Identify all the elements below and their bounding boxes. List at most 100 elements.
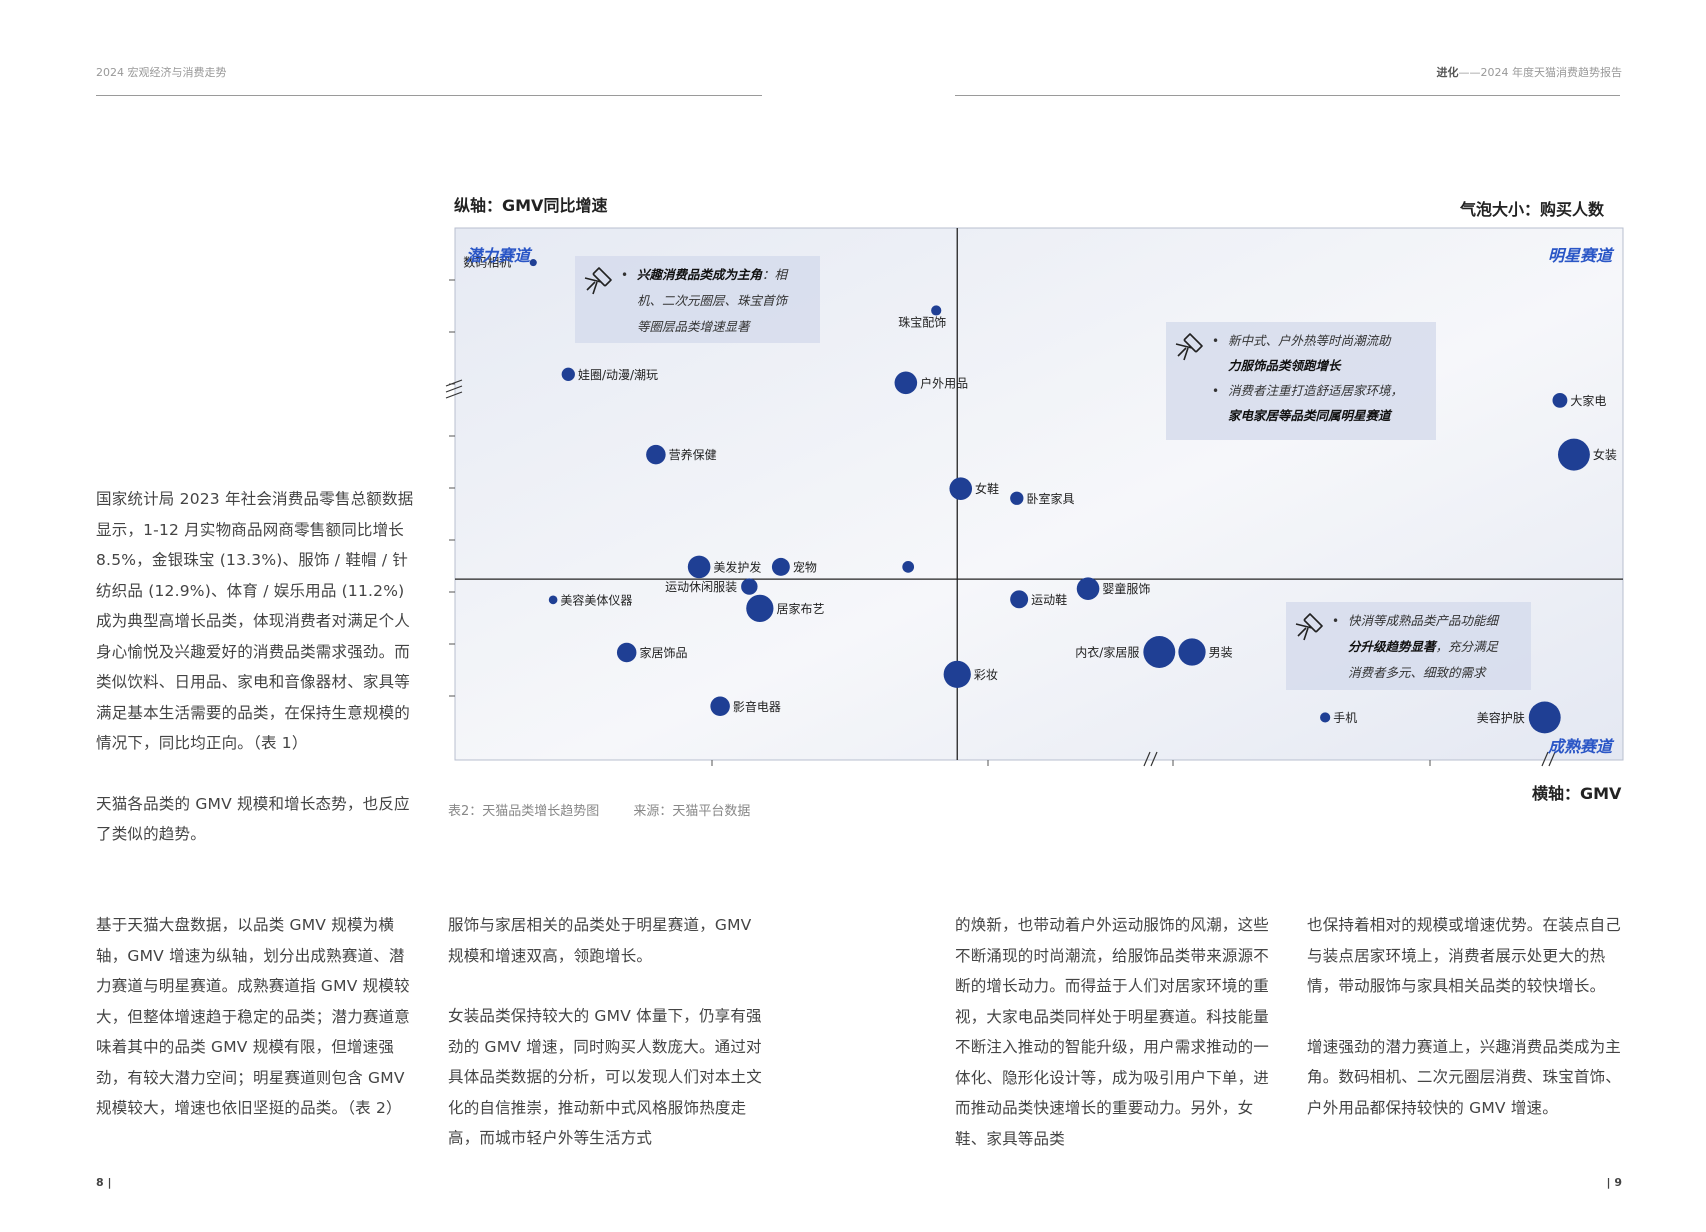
callout-box <box>1166 322 1436 440</box>
bubble-point <box>561 367 575 381</box>
bubble-label: 卧室家具 <box>1026 491 1074 506</box>
callout-text: 机、二次元圈层、珠宝首饰 <box>637 293 790 308</box>
bubble-label: 娃圈/动漫/潮玩 <box>578 367 658 382</box>
callout-text: 消费者多元、细致的需求 <box>1348 665 1487 680</box>
page-number-right: | 9 <box>1606 1176 1622 1189</box>
quadrant-label: 成熟赛道 <box>1547 737 1615 756</box>
callout-text-regular: 消费者多元、细致的需求 <box>1348 665 1487 680</box>
y-axis-title: 纵轴：GMV同比增速 <box>454 196 608 215</box>
y-axis-break-mark <box>445 379 463 399</box>
bubble-label: 珠宝配饰 <box>898 315 946 329</box>
bubble-label: 影音电器 <box>733 699 781 714</box>
header-brand: 进化 <box>1436 66 1459 79</box>
bubble-label: 美容护肤 <box>1477 710 1525 725</box>
page-number-left: 8 | <box>96 1176 112 1189</box>
body-column-3: 的焕新，也带动着户外运动服饰的风潮，这些不断涌现的时尚潮流，给服饰品类带来源源不… <box>955 910 1273 1184</box>
callout-text-bold: 力服饰品类领跑增长 <box>1228 358 1342 373</box>
bubble-point <box>1010 491 1024 505</box>
callout-text-regular: 快消等成熟品类产品功能细 <box>1348 613 1501 628</box>
bubble-point <box>1143 636 1176 668</box>
header-left: 2024 宏观经济与消费走势 <box>96 66 227 79</box>
bubble-point <box>548 595 558 605</box>
bubble-point <box>1552 392 1568 408</box>
column-4-paragraph-1: 也保持着相对的规模或增速优势。在装点自己与装点居家环境上，消费者展示处更大的热情… <box>1307 916 1622 995</box>
bubble-label: 女鞋 <box>975 481 999 496</box>
pushpin-icon <box>584 267 612 295</box>
bubble-point <box>1010 590 1029 609</box>
callout-box <box>575 256 820 343</box>
bubble-label: 家居饰品 <box>639 645 687 660</box>
callout-text-regular: ，充分满足 <box>1436 639 1500 654</box>
bubble-point <box>710 696 730 717</box>
callout-text: 家电家居等品类同属明星赛道 <box>1228 408 1393 423</box>
bubble-label: 婴童服饰 <box>1102 581 1150 596</box>
bubble-label: 户外用品 <box>920 375 968 390</box>
pushpin-icon <box>1175 333 1203 361</box>
callout-text-regular: 新中式、户外热等时尚潮流助 <box>1228 333 1392 348</box>
column-3-paragraph: 的焕新，也带动着户外运动服饰的风潮，这些不断涌现的时尚潮流，给服饰品类带来源源不… <box>955 916 1270 1148</box>
x-axis-break-mark <box>1541 751 1556 767</box>
callout-text-regular: 消费者注重打造舒适居家环境， <box>1228 383 1403 398</box>
bubble-point <box>894 371 918 395</box>
bubble-point <box>616 642 637 663</box>
callout-text-regular: ：相 <box>762 267 790 282</box>
quadrant-label: 明星赛道 <box>1548 246 1615 265</box>
bubble-label: 女装 <box>1593 447 1617 462</box>
callout-text: 兴趣消费品类成为主角：相 <box>637 267 790 282</box>
column-2-paragraph-1: 服饰与家居相关的品类处于明星赛道，GMV 规模和增速双高，领跑增长。 <box>448 916 752 965</box>
bubble-point <box>741 578 758 595</box>
intro-text: 国家统计局 2023 年社会消费品零售总额数据显示，1-12 月实物商品网商零售… <box>96 484 414 880</box>
callout-text: 消费者注重打造舒适居家环境， <box>1228 383 1403 398</box>
bubble-point <box>746 594 774 623</box>
callout-text-bold: 家电家居等品类同属明星赛道 <box>1228 408 1393 423</box>
header-right: 进化——2024 年度天猫消费趋势报告 <box>1437 64 1623 80</box>
callout-text: 等圈层品类增速显著 <box>637 319 752 334</box>
column-2-paragraph-2: 女装品类保持较大的 GMV 体量下，仍享有强劲的 GMV 增速，同时购买人数庞大… <box>448 1007 763 1147</box>
bubble-label: 运动休闲服装 <box>665 580 737 594</box>
callout-bullet: • <box>1212 334 1219 348</box>
bubble-point <box>1076 577 1100 600</box>
bubble-point <box>646 444 666 465</box>
pushpin-icon <box>1295 613 1323 641</box>
column-4-paragraph-2: 增速强劲的潜力赛道上，兴趣消费品类成为主角。数码相机、二次元圈层消费、珠宝首饰、… <box>1307 1037 1622 1117</box>
intro-paragraph-1: 国家统计局 2023 年社会消费品零售总额数据显示，1-12 月实物商品网商零售… <box>96 490 414 752</box>
bubble-label: 宠物 <box>793 559 817 574</box>
bubble-label: 内衣/家居服 <box>1075 645 1139 660</box>
bubble-point <box>902 561 915 573</box>
body-column-1: 基于天猫大盘数据，以品类 GMV 规模为横轴，GMV 增速为纵轴，划分出成熟赛道… <box>96 910 414 1154</box>
body-column-4: 也保持着相对的规模或增速优势。在装点自己与装点居家环境上，消费者展示处更大的热情… <box>1307 910 1625 1153</box>
bubble-label: 彩妆 <box>974 668 998 682</box>
bubble-label: 营养保健 <box>669 447 717 462</box>
bubble-point <box>687 555 711 579</box>
header-rule-right <box>955 95 1620 96</box>
bubble-label: 手机 <box>1333 711 1357 725</box>
callout-text: 分升级趋势显著，充分满足 <box>1348 639 1500 654</box>
quadrant-label: 潜力赛道 <box>466 246 533 265</box>
caption-table: 表2：天猫品类增长趋势图 <box>448 804 600 819</box>
x-axis-title: 横轴：GMV <box>1532 784 1622 803</box>
callout-text-bold: 兴趣消费品类成为主角 <box>637 267 764 282</box>
header-report-title: ——2024 年度天猫消费趋势报告 <box>1458 66 1623 79</box>
bubble-point <box>1557 438 1590 471</box>
bubble-point <box>529 259 537 267</box>
chart-caption: 表2：天猫品类增长趋势图 来源：天猫平台数据 <box>448 800 780 819</box>
callout-bullet: • <box>621 268 628 282</box>
callout-text: 快消等成熟品类产品功能细 <box>1348 613 1501 628</box>
callout-box <box>1286 602 1531 690</box>
callout-bullet: • <box>1332 614 1339 628</box>
callout-text-bold: 分升级趋势显著 <box>1348 639 1438 654</box>
bubble-size-title: 气泡大小：购买人数 <box>1460 200 1605 219</box>
header-rule-left <box>96 95 762 96</box>
bubble-label: 数码相机 <box>463 255 511 270</box>
callout-text: 力服饰品类领跑增长 <box>1228 358 1342 373</box>
bubble-point <box>931 305 942 316</box>
bubble-label: 美发护发 <box>713 559 761 574</box>
bubble-label: 美容美体仪器 <box>560 592 632 607</box>
bubble-point <box>949 477 973 500</box>
bubble-point <box>1320 712 1331 723</box>
bubble-point <box>771 557 790 576</box>
intro-paragraph-2: 天猫各品类的 GMV 规模和增长态势，也反应了类似的趋势。 <box>96 794 410 844</box>
callout-text-regular: 等圈层品类增速显著 <box>637 319 752 334</box>
bubble-label: 运动鞋 <box>1031 592 1067 607</box>
